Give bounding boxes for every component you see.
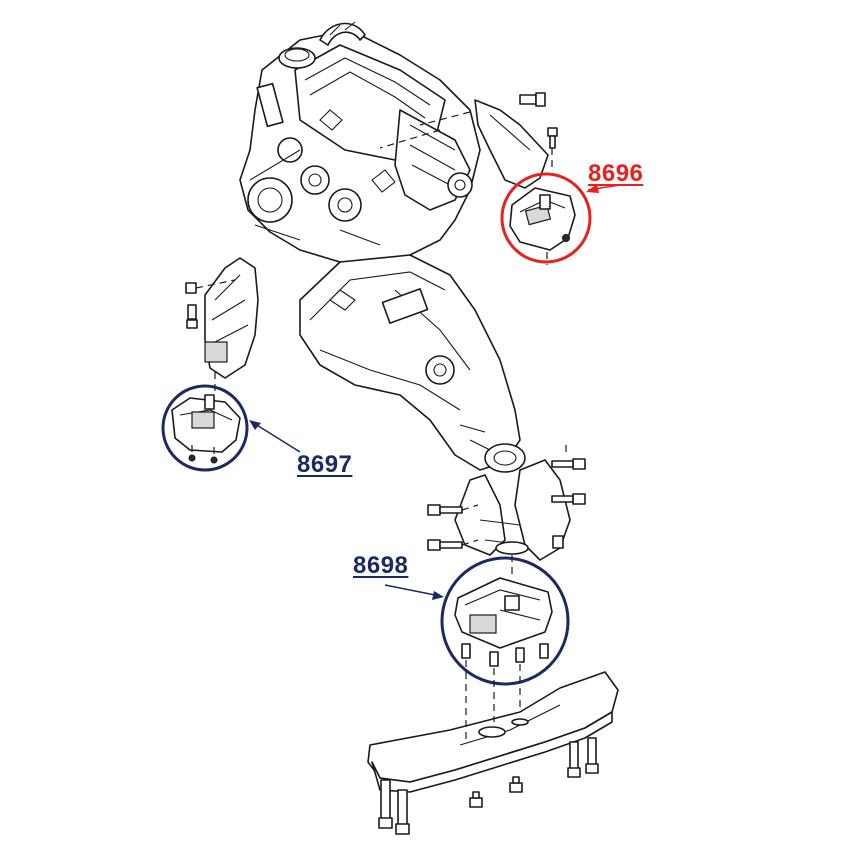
- bolt: [378, 779, 393, 829]
- highlight-circle-8698: [440, 556, 570, 686]
- transmission-assembly: [299, 254, 526, 473]
- bolt: [186, 304, 198, 329]
- bolt: [552, 535, 564, 549]
- bolt: [519, 92, 546, 107]
- transmission-mount-8698-part: [454, 577, 553, 667]
- engine-assembly: [239, 21, 481, 263]
- bolt: [567, 741, 581, 778]
- bolt: [469, 791, 483, 808]
- transmission-bracket: [427, 445, 586, 575]
- bolt: [509, 776, 523, 793]
- bolt: [585, 737, 599, 774]
- left-mount-8697-part: [171, 394, 241, 464]
- left-bracket-assembly: [185, 257, 259, 395]
- right-upper-bracket: [379, 92, 558, 189]
- highlight-circle-8697: [161, 384, 249, 472]
- bolt: [427, 504, 479, 516]
- bolt: [551, 493, 586, 505]
- bolt: [395, 789, 410, 835]
- part-number-8696-link[interactable]: 8696: [588, 160, 644, 187]
- highlight-circle-8696: [500, 172, 592, 264]
- engine-mount-8696-part: [509, 187, 576, 265]
- crossmember: [367, 660, 619, 835]
- bolt: [551, 458, 586, 470]
- part-number-8698-link[interactable]: 8698: [353, 552, 409, 579]
- part-number-8697-link[interactable]: 8697: [297, 451, 353, 478]
- bolt: [427, 539, 479, 551]
- bolt: [547, 127, 558, 149]
- bolt: [185, 279, 236, 294]
